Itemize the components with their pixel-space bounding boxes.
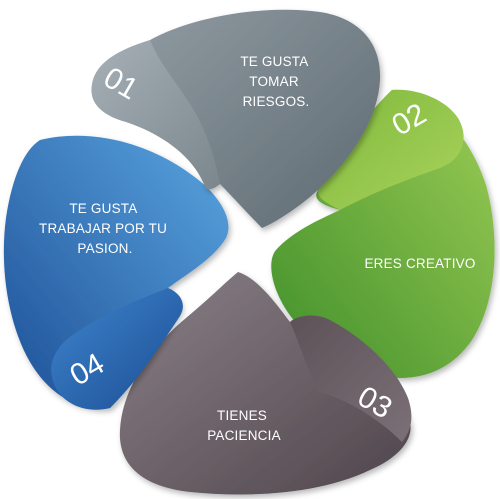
petal-02-line-1: ERES CREATIVO xyxy=(364,256,475,271)
petal-04: 04 TE GUSTA TRABAJAR POR TU PASION. xyxy=(3,135,229,410)
petal-02: 02 ERES CREATIVO xyxy=(271,89,495,378)
petal-01-line-1: TE GUSTA xyxy=(240,54,308,69)
petal-03-line-2: PACIENCIA xyxy=(207,428,281,443)
petal-04-line-2: TRABAJAR POR TU xyxy=(39,221,167,236)
petal-01-line-3: RIESGOS. xyxy=(243,94,310,109)
petal-03-text: TIENES PACIENCIA xyxy=(207,408,281,443)
petal-02-fold xyxy=(317,89,464,210)
petal-04-line-3: PASION. xyxy=(77,241,132,256)
petal-01-line-2: TOMAR xyxy=(249,74,299,89)
petal-03-fold xyxy=(290,315,412,442)
petal-01-text: TE GUSTA TOMAR RIESGOS. xyxy=(240,54,311,109)
petal-02-text: ERES CREATIVO xyxy=(364,256,475,271)
petal-03-line-1: TIENES xyxy=(217,408,267,423)
petal-04-fold xyxy=(51,288,183,410)
petal-03: 03 TIENES PACIENCIA xyxy=(119,272,412,495)
petal-04-line-1: TE GUSTA xyxy=(69,201,137,216)
petal-04-text: TE GUSTA TRABAJAR POR TU PASION. xyxy=(39,201,171,256)
petal-01-fold xyxy=(91,40,220,190)
petal-04-body xyxy=(3,135,229,409)
petal-03-body xyxy=(119,272,411,495)
petal-01: 01 TE GUSTA TOMAR RIESGOS. xyxy=(91,9,381,228)
